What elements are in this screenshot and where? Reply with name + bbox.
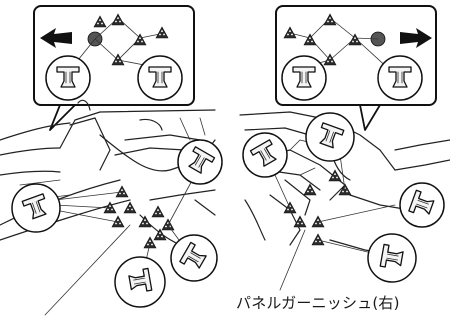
triangle-icon — [151, 205, 165, 218]
left-callout-pointer — [49, 104, 76, 131]
arrow-icon — [40, 28, 72, 48]
right-view-clip-insets — [242, 112, 445, 283]
triangle-icon — [311, 215, 325, 228]
triangle-icon — [143, 236, 157, 249]
triangle-icon — [328, 169, 342, 182]
right-callout-pointer — [359, 104, 381, 131]
triangle-icon — [311, 233, 325, 246]
left-callout-box — [33, 5, 195, 131]
arrow-icon — [400, 28, 432, 48]
left-view-clip-insets — [11, 139, 223, 308]
triangle-icon — [115, 185, 129, 198]
right-clip-markers — [274, 154, 396, 291]
right-callout-box — [275, 5, 437, 131]
triangle-icon — [153, 228, 167, 241]
triangle-icon — [123, 201, 137, 214]
part-label-panel-garnish-right: パネルガーニッシュ(右) — [236, 294, 400, 312]
triangle-icon — [138, 215, 152, 228]
